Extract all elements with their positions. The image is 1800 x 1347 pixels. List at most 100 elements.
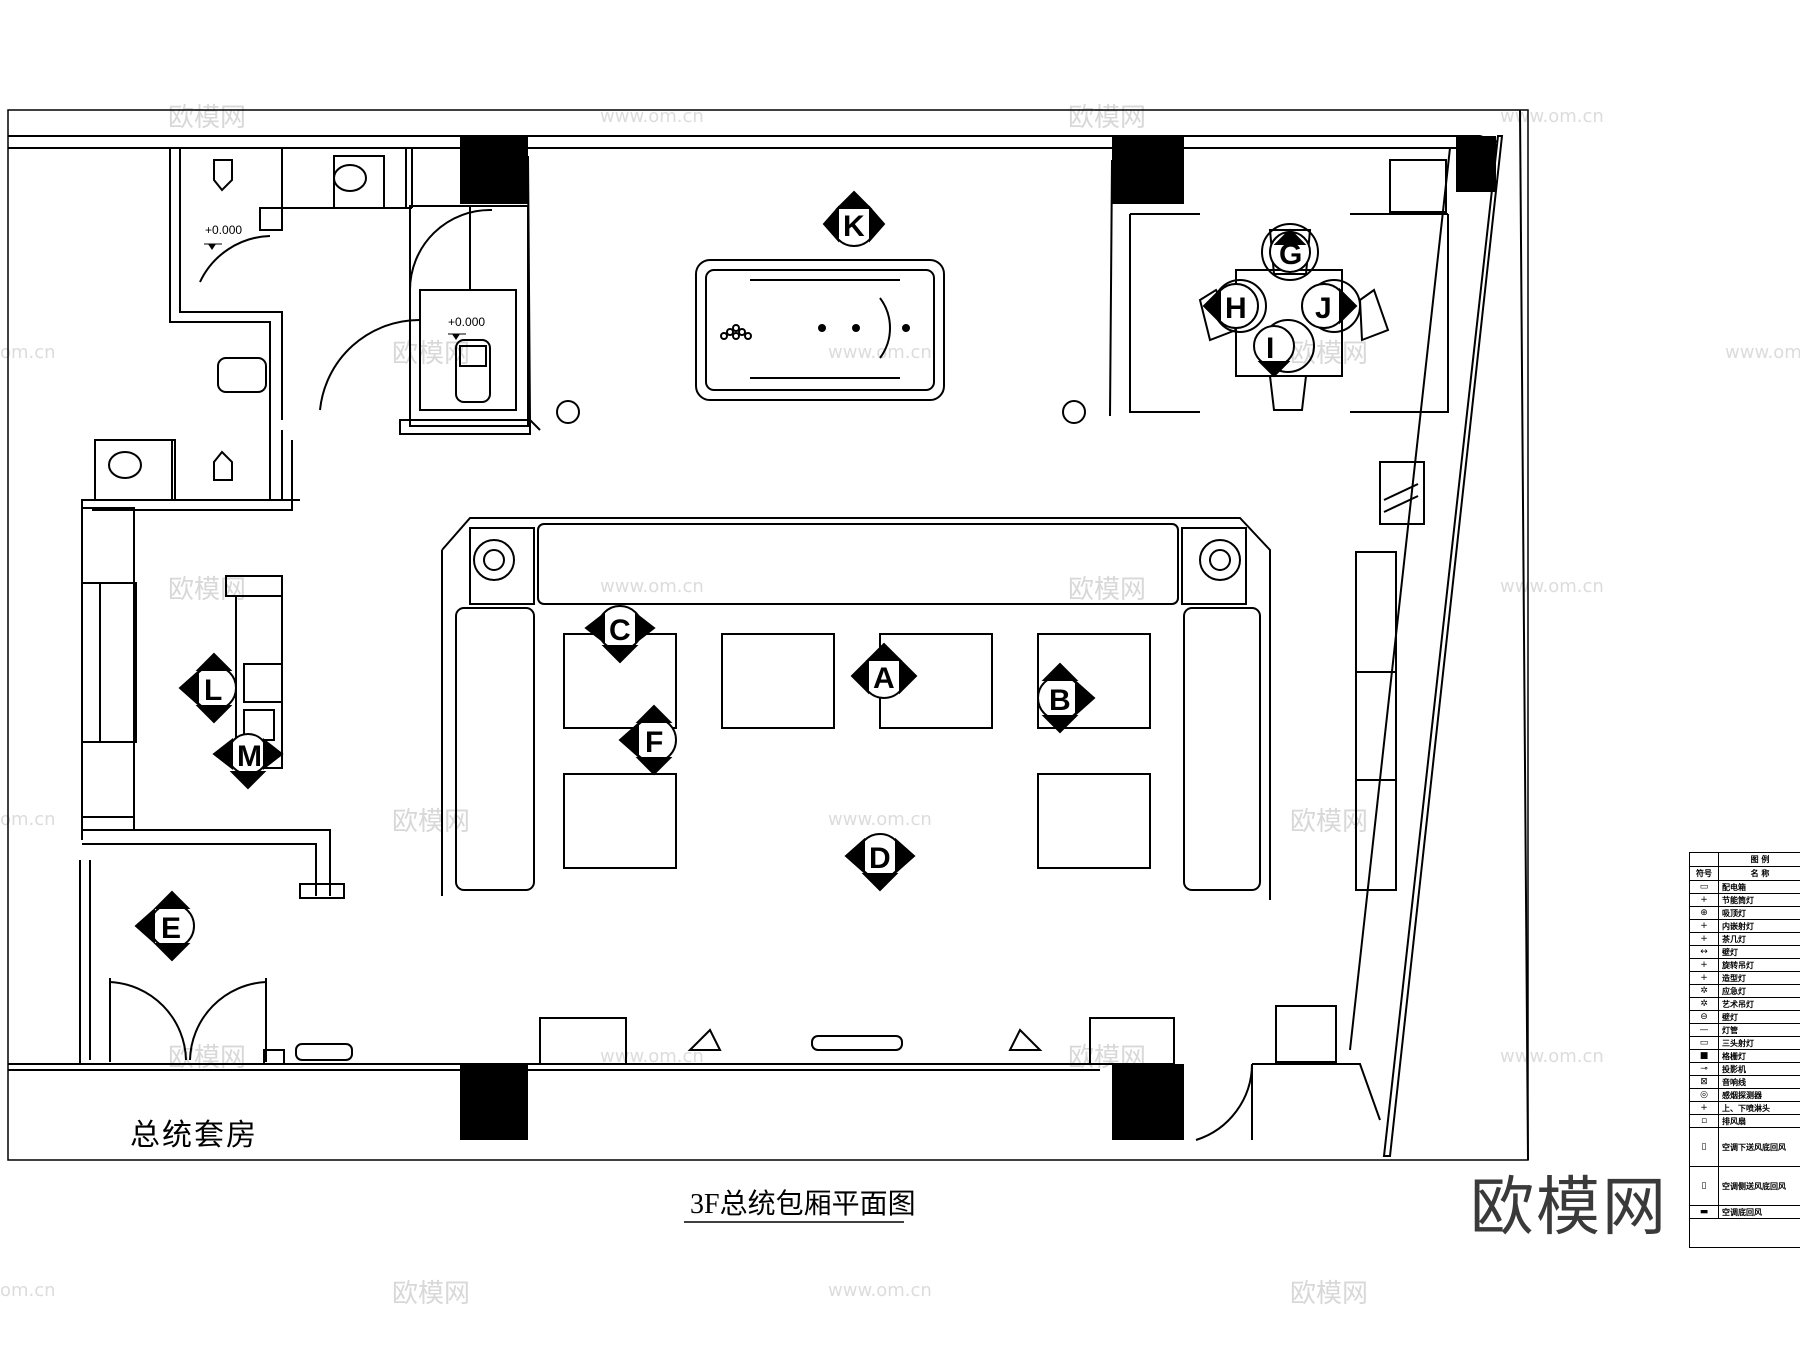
- marker-label-F: F: [645, 726, 663, 759]
- legend-row-name: 配电箱: [1722, 882, 1746, 892]
- legend-col-symbol: 符号: [1690, 867, 1719, 880]
- legend-rows: ▭配电箱+节能筒灯⊕吸顶灯+内嵌射灯+茶几灯↔壁灯+旋转吊灯+造型灯✲应急灯✲艺…: [1690, 881, 1800, 1128]
- legend-title: 图 例: [1750, 855, 1770, 864]
- watermark-url: om.cn: [0, 809, 56, 830]
- watermark-url: om.cn: [0, 1280, 56, 1301]
- legend-row-name: 壁灯: [1722, 1012, 1738, 1022]
- legend-symbol-icon: ▭: [1690, 1037, 1719, 1049]
- legend-row: +内嵌射灯: [1690, 920, 1800, 933]
- elevation-markers: K G H J I C: [134, 190, 1358, 962]
- watermark: 欧模网: [168, 103, 246, 133]
- legend-row: +茶几灯: [1690, 933, 1800, 946]
- legend-symbol-icon: ⊠: [1690, 1076, 1719, 1088]
- marker-F: F: [618, 704, 677, 776]
- marker-B: B: [1037, 662, 1096, 734]
- legend-row-name: 茶几灯: [1722, 934, 1746, 944]
- marker-label-L: L: [204, 674, 222, 707]
- legend-row: ▬ 空调底回风: [1690, 1206, 1800, 1219]
- watermark: 欧模网: [168, 1043, 246, 1073]
- legend-row-name: 三头射灯: [1722, 1038, 1754, 1048]
- legend-symbol-icon: ⊕: [1690, 907, 1719, 919]
- marker-D: D: [844, 833, 916, 892]
- watermark-url: www.om.cn: [1500, 1046, 1604, 1067]
- legend-symbol-icon: ▭: [1690, 881, 1719, 893]
- level-mark: +0.000: [205, 223, 242, 237]
- bar-area: [79, 507, 353, 1065]
- legend-row-name: 空调下送风底回风: [1722, 1142, 1786, 1152]
- brand-logo: 欧模网: [1470, 1171, 1668, 1245]
- watermark-url: www.om.cn: [600, 576, 704, 597]
- legend-row: ⊖壁灯: [1690, 1011, 1800, 1024]
- legend-symbol-icon: ▯: [1690, 1128, 1719, 1166]
- legend-title-row: 图 例: [1690, 853, 1800, 867]
- watermark: 欧模网: [1290, 339, 1368, 369]
- legend-row: ↔壁灯: [1690, 946, 1800, 959]
- legend-row: +节能筒灯: [1690, 894, 1800, 907]
- watermark-layer: 欧模网 www.om.cn 欧模网 www.om.cn om.cn 欧模网 ww…: [0, 103, 1800, 1309]
- watermark: 欧模网: [168, 575, 246, 605]
- marker-L: L: [178, 652, 237, 724]
- legend-row: ✲应急灯: [1690, 985, 1800, 998]
- marker-J: J: [1301, 283, 1358, 329]
- watermark-url: www.om.cn: [828, 342, 932, 363]
- legend-row: ⊕吸顶灯: [1690, 907, 1800, 920]
- legend-row-name: 格栅灯: [1722, 1051, 1746, 1061]
- drawing-title: 3F总统包厢平面图: [690, 1189, 916, 1220]
- watermark: 欧模网: [1068, 103, 1146, 133]
- legend-symbol-icon: ◎: [1690, 1089, 1719, 1101]
- watermark-url: www.om.cn: [1500, 106, 1604, 127]
- legend-symbol-icon: ⊖: [1690, 1011, 1719, 1023]
- watermark: 欧模网: [392, 1279, 470, 1309]
- marker-label-A: A: [873, 662, 895, 695]
- legend-row-name: 旋转吊灯: [1722, 960, 1754, 970]
- marker-E: E: [134, 890, 195, 962]
- legend-row-name: 音响线: [1722, 1077, 1746, 1087]
- legend-header-row: 符号 名 称: [1690, 867, 1800, 881]
- legend-symbol-icon: ▬: [1690, 1206, 1719, 1218]
- legend-symbol-icon: +: [1690, 959, 1719, 971]
- legend-col-name: 名 称: [1750, 869, 1770, 878]
- legend-symbol-icon: +: [1690, 920, 1719, 932]
- legend-row: ▭配电箱: [1690, 881, 1800, 894]
- legend-symbol-icon: +: [1690, 933, 1719, 945]
- legend-tall-rows: ▯空调下送风底回风▯空调侧送风底回风: [1690, 1128, 1800, 1206]
- legend-symbol-icon: ▫: [1690, 1115, 1719, 1127]
- watermark: 欧模网: [1068, 575, 1146, 605]
- legend-row: ▯空调下送风底回风: [1690, 1128, 1800, 1167]
- legend-row-name: 吸顶灯: [1722, 908, 1746, 918]
- legend-row-name: 壁灯: [1722, 947, 1738, 957]
- legend-row-name: 空调底回风: [1722, 1207, 1762, 1217]
- legend-row-name: 造型灯: [1722, 973, 1746, 983]
- legend-symbol-icon: ▯: [1690, 1167, 1719, 1205]
- legend-row-name: 感烟探测器: [1722, 1090, 1762, 1100]
- legend-symbol-icon: +: [1690, 1102, 1719, 1114]
- legend-table: 图 例 符号 名 称 ▭配电箱+节能筒灯⊕吸顶灯+内嵌射灯+茶几灯↔壁灯+旋转吊…: [1689, 852, 1800, 1248]
- marker-label-M: M: [237, 740, 262, 773]
- marker-A: A: [850, 642, 918, 699]
- legend-row: ▯空调侧送风底回风: [1690, 1167, 1800, 1206]
- legend-symbol-icon: ↔: [1690, 946, 1719, 958]
- legend-row: —灯管: [1690, 1024, 1800, 1037]
- marker-M: M: [212, 733, 284, 790]
- level-marks: +0.000 +0.000: [204, 223, 485, 340]
- marker-H: H: [1202, 283, 1259, 329]
- structural-columns: [460, 136, 1496, 1140]
- marker-label-H: H: [1225, 292, 1247, 325]
- legend-row: ⊠音响线: [1690, 1076, 1800, 1089]
- watermark-url: www.om.cn: [1725, 342, 1800, 363]
- watermark-url: www.om.cn: [828, 1280, 932, 1301]
- marker-label-G: G: [1279, 238, 1302, 271]
- marker-label-J: J: [1315, 292, 1332, 325]
- legend-row-name: 排风扇: [1722, 1116, 1746, 1126]
- legend-row: ✲艺术吊灯: [1690, 998, 1800, 1011]
- legend-symbol-icon: ✲: [1690, 998, 1719, 1010]
- room-name-label: 总统套房: [130, 1118, 258, 1153]
- marker-C: C: [584, 605, 656, 664]
- legend-row: ■格栅灯: [1690, 1050, 1800, 1063]
- legend-row-name: 艺术吊灯: [1722, 999, 1754, 1009]
- marker-I: I: [1253, 325, 1295, 378]
- watermark-url: www.om.cn: [1500, 576, 1604, 597]
- legend-row: ◎感烟探测器: [1690, 1089, 1800, 1102]
- legend-row-name: 空调侧送风底回风: [1722, 1181, 1786, 1191]
- watermark: 欧模网: [1290, 1279, 1368, 1309]
